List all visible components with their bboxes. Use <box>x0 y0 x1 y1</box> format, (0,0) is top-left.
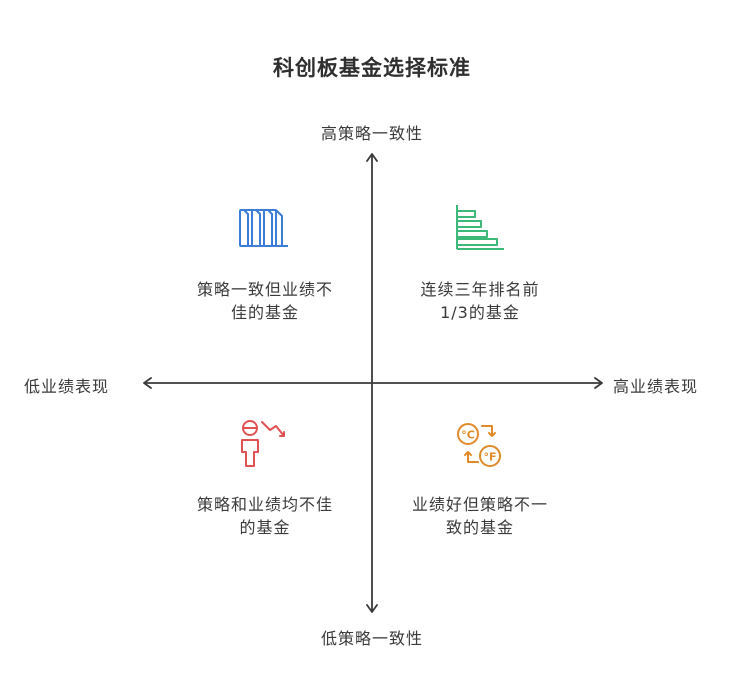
quadrant-bottom-left-text: 策略和业绩均不佳 的基金 <box>175 493 355 539</box>
quadrant-bottom-left-line1: 策略和业绩均不佳 <box>196 495 333 514</box>
celsius-label: °C <box>461 429 475 442</box>
fahrenheit-label: °F <box>483 451 496 464</box>
quadrant-bottom-left-line2: 的基金 <box>239 518 291 537</box>
quadrant-top-right-line1: 连续三年排名前 <box>420 280 540 299</box>
quadrant-top-left-line2: 佳的基金 <box>230 303 299 322</box>
quadrant-top-left-line1: 策略一致但业绩不 <box>196 280 333 299</box>
axis-label-low-consistency: 低策略一致性 <box>320 629 423 648</box>
quadrant-top-right-line2: 1/3的基金 <box>440 303 520 322</box>
bar-chart-icon <box>456 205 504 250</box>
quadrant-bottom-right-line2: 致的基金 <box>445 518 514 537</box>
person-trend-down-icon <box>241 420 285 467</box>
temperature-convert-icon: °C °F <box>457 423 501 467</box>
quadrant-top-left-text: 策略一致但业绩不 佳的基金 <box>175 278 355 324</box>
quadrant-top-right-text: 连续三年排名前 1/3的基金 <box>390 278 570 324</box>
quadrant-bottom-right-line1: 业绩好但策略不一 <box>411 495 548 514</box>
blinds-icon <box>239 209 288 247</box>
quadrant-bottom-right-text: 业绩好但策略不一 致的基金 <box>390 493 570 539</box>
diagram-title: 科创板基金选择标准 <box>273 56 471 80</box>
axis-label-low-performance: 低业绩表现 <box>24 377 110 396</box>
axis-label-high-consistency: 高策略一致性 <box>320 124 423 143</box>
axis-label-high-performance: 高业绩表现 <box>613 377 699 396</box>
